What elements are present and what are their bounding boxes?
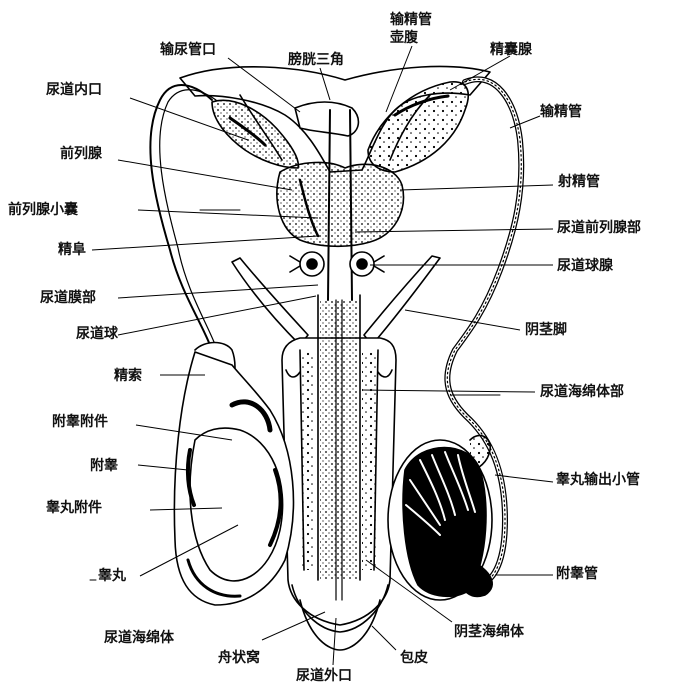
right-testis: [388, 435, 492, 600]
label-spermatic-cord: 精索: [114, 368, 142, 384]
label-prostatic-utricle: 前列腺小囊: [8, 202, 78, 218]
label-navicular-fossa: 舟状窝: [218, 650, 260, 666]
label-crus-of-penis: 阴茎脚: [525, 322, 567, 338]
bulbourethral-glands: [290, 252, 384, 276]
label-appendix-testis: 睾丸附件: [46, 500, 102, 516]
label-ampulla: 壶腹: [390, 30, 418, 46]
label-urethral-bulb: 尿道球: [76, 326, 118, 342]
label-spongy-urethra: 尿道海绵体部: [540, 384, 624, 400]
penis-shaft: [282, 295, 396, 650]
label-testis: 睾丸: [98, 568, 126, 584]
label-bulbourethral-gland: 尿道球腺: [557, 258, 613, 274]
label-efferent-ductules: 睾丸输出小管: [556, 472, 640, 488]
label-vas-deferens-top: 输精管: [390, 12, 432, 28]
label-membranous-urethra: 尿道膜部: [40, 290, 96, 306]
label-prepuce: 包皮: [400, 650, 428, 666]
label-epididymis: 附睾: [90, 458, 118, 474]
label-prostate: 前列腺: [60, 146, 102, 162]
label-corpus-cavernosum: 阴茎海绵体: [454, 624, 524, 640]
label-internal-urethral-orifice: 尿道内口: [46, 82, 102, 98]
label-ductus-epididymis: 附睾管: [556, 566, 598, 582]
label-seminal-vesicle: 精囊腺: [490, 42, 532, 58]
label-ejaculatory-duct: 射精管: [558, 174, 600, 190]
prostate-gland: [277, 162, 404, 246]
label-appendix-epididymis: 附睾附件: [52, 414, 108, 430]
label-vas-deferens-right: 输精管: [540, 104, 582, 120]
label-ureter-opening: 输尿管口: [160, 42, 216, 58]
label-trigone: 膀胱三角: [288, 52, 344, 68]
label-external-urethral-orifice: 尿道外口: [296, 668, 352, 684]
left-testis: [174, 343, 293, 606]
label-corpus-spongiosum: 尿道海绵体: [104, 630, 174, 646]
right-seminal-vesicle: [368, 82, 468, 172]
label-prostatic-urethra: 尿道前列腺部: [557, 220, 641, 236]
label-seminal-colliculus: 精阜: [58, 242, 86, 258]
left-vas-deferens: [150, 85, 216, 345]
left-seminal-vesicle: [212, 100, 298, 168]
